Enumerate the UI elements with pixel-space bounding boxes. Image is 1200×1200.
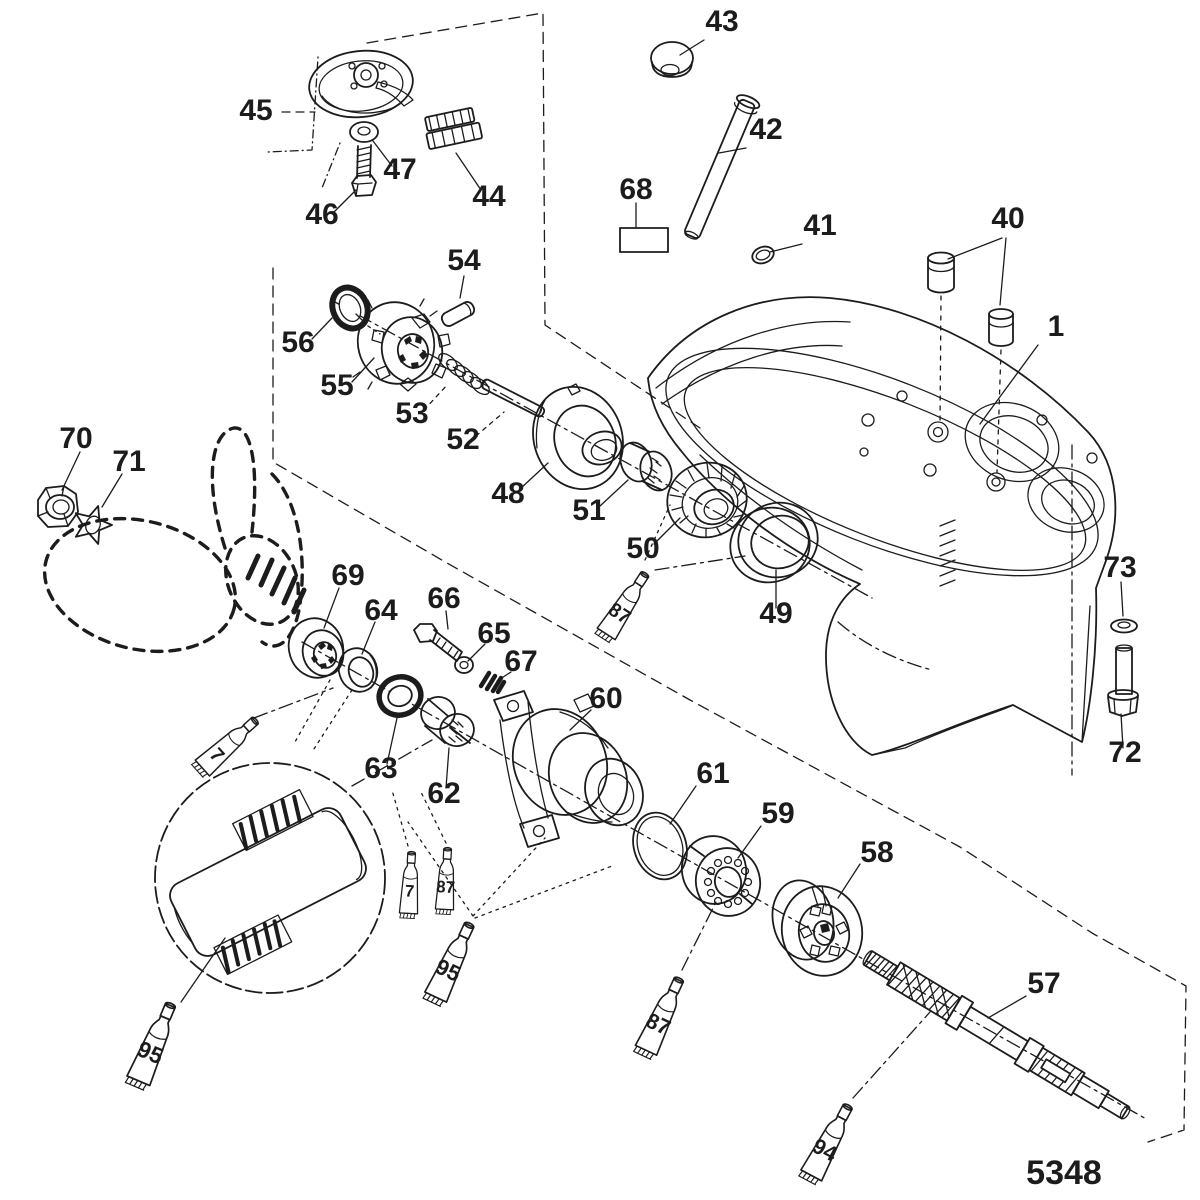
callout-73: 73 xyxy=(1103,551,1136,584)
callout-42: 42 xyxy=(749,113,782,146)
callout-52: 52 xyxy=(446,423,479,456)
callout-44: 44 xyxy=(472,180,506,213)
part-53-spring xyxy=(438,352,490,396)
callout-59: 59 xyxy=(761,797,794,830)
part-56-o-ring xyxy=(329,284,381,335)
callout-54: 54 xyxy=(447,244,481,277)
part-43-cap xyxy=(650,41,694,78)
sealant-tube-95-bottom-left: 95 xyxy=(123,997,184,1093)
callout-64: 64 xyxy=(364,594,398,627)
sealant-tube-87-lower: 87 xyxy=(631,972,692,1062)
part-63-seal xyxy=(376,674,424,718)
callout-45: 45 xyxy=(239,94,272,127)
sealant-tube-94: 94 xyxy=(797,1098,860,1188)
exploded-view-boundary xyxy=(272,12,1187,1143)
part-50-tapered-bearing xyxy=(666,461,748,539)
part-69-thrust-washer xyxy=(287,617,345,679)
callout-71: 71 xyxy=(112,445,145,478)
tube-label: 7 xyxy=(205,744,229,767)
sealant-application-leaders xyxy=(253,504,931,1099)
part-59-ball-bearing xyxy=(680,835,762,917)
callout-leaders xyxy=(61,39,1124,1019)
callout-48: 48 xyxy=(491,477,524,510)
part-52-shaft xyxy=(480,378,546,418)
callout-65: 65 xyxy=(477,617,510,650)
part-61-o-ring xyxy=(632,811,688,881)
part-42-water-tube xyxy=(684,94,761,240)
part-44-clamp xyxy=(424,107,483,150)
part-1-gear-housing xyxy=(647,296,1117,756)
callout-1: 1 xyxy=(1048,310,1065,343)
part-45-pump-base xyxy=(267,49,414,189)
part-66-bolt xyxy=(413,623,463,662)
part-65-washer xyxy=(454,656,474,674)
tube-label: 7 xyxy=(404,881,414,900)
part-68-plate xyxy=(619,227,669,253)
part-51-needle-bushing xyxy=(619,441,673,492)
part-49-bearing-race xyxy=(729,501,819,584)
callout-60: 60 xyxy=(589,682,622,715)
callout-46: 46 xyxy=(305,198,338,231)
callout-72: 72 xyxy=(1108,736,1141,769)
tube-label: 95 xyxy=(134,1035,168,1069)
callout-41: 41 xyxy=(803,209,836,242)
callout-66: 66 xyxy=(427,582,460,615)
part-67-spring xyxy=(478,670,507,695)
part-48-bearing-carrier-front xyxy=(532,383,624,491)
callout-67: 67 xyxy=(504,645,537,678)
callout-68: 68 xyxy=(619,173,652,206)
part-40-dowel-pins xyxy=(927,251,1014,473)
part-54-pin xyxy=(440,301,476,327)
sealant-tube-87-mid: 87 xyxy=(434,846,458,916)
part-72-bolt xyxy=(1107,644,1139,717)
tube-label: 87 xyxy=(642,1007,674,1040)
sealant-tube-87-upper: 87 xyxy=(593,566,656,646)
callout-55: 55 xyxy=(320,369,353,402)
callout-50: 50 xyxy=(626,532,659,565)
callout-70: 70 xyxy=(59,422,92,455)
part-55-clutch-dog xyxy=(352,298,451,392)
part-70-prop-nut xyxy=(37,485,79,528)
tube-label: 87 xyxy=(436,877,456,897)
callout-61: 61 xyxy=(696,757,729,790)
sealant-tube-95-center: 95 xyxy=(421,917,482,1009)
callout-47: 47 xyxy=(383,153,416,186)
detail-circle-inset xyxy=(154,739,433,1003)
callout-51: 51 xyxy=(572,494,605,527)
part-73-washer xyxy=(1110,618,1138,634)
callout-69: 69 xyxy=(331,559,364,592)
part-60-bearing-carrier xyxy=(493,690,644,848)
drawing-number: 5348 xyxy=(1026,1154,1102,1192)
callout-53: 53 xyxy=(395,397,428,430)
part-64-seal xyxy=(337,647,379,693)
sealant-tube-7-left: 7 xyxy=(190,710,265,781)
tube-label: 87 xyxy=(604,599,634,629)
part-58-forward-gear xyxy=(771,879,864,977)
callout-40: 40 xyxy=(991,202,1024,235)
part-47-washer xyxy=(349,121,379,143)
callout-43: 43 xyxy=(705,5,738,38)
callout-57: 57 xyxy=(1027,967,1060,1000)
part-62-needle-bearing xyxy=(420,696,475,747)
sealant-tube-7-mid: 7 xyxy=(398,850,422,920)
part-57-prop-shaft xyxy=(862,950,1131,1120)
part-41-seal-ring xyxy=(751,245,775,265)
callout-49: 49 xyxy=(759,597,792,630)
tube-label: 95 xyxy=(432,954,465,987)
part-46-bolt xyxy=(351,144,377,197)
callout-labels: 1 40 41 42 43 44 45 46 47 48 49 50 51 52… xyxy=(59,5,1141,1000)
callout-62: 62 xyxy=(427,777,460,810)
callout-58: 58 xyxy=(860,836,893,869)
propeller-outline xyxy=(42,426,307,654)
callout-56: 56 xyxy=(281,326,314,359)
callout-63: 63 xyxy=(364,752,397,785)
